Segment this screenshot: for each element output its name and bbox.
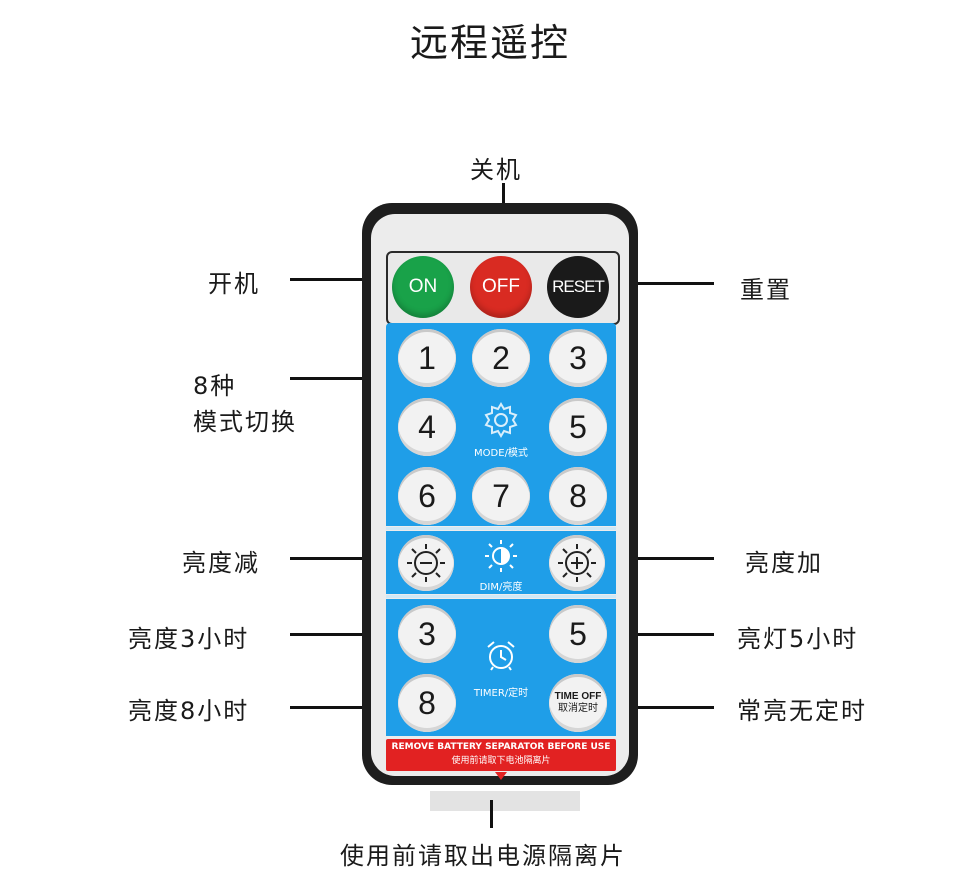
on-button[interactable]: ON [392, 256, 454, 318]
label-battery: 使用前请取出电源隔离片 [340, 842, 626, 870]
battery-separator-tab[interactable] [430, 791, 580, 811]
leader-line-reset [638, 282, 714, 285]
mode-4-button[interactable]: 4 [398, 398, 456, 456]
timer-8-button[interactable]: 8 [398, 674, 456, 732]
mode-6-button[interactable]: 6 [398, 467, 456, 525]
mode-3-button[interactable]: 3 [549, 329, 607, 387]
label-dim-up: 亮度加 [745, 549, 823, 577]
leader-line-battery [490, 800, 493, 828]
leader-line-dim-down [290, 557, 362, 560]
leader-line-dim-up [638, 557, 714, 560]
label-timer5: 亮灯5小时 [737, 625, 859, 653]
timer-label: TIMER/定时 [473, 688, 529, 699]
label-reset: 重置 [740, 276, 792, 304]
label-power-off: 关机 [470, 156, 522, 184]
label-timer3: 亮度3小时 [128, 625, 250, 653]
banner-text-en: REMOVE BATTERY SEPARATOR BEFORE USE [391, 742, 611, 752]
mode-1-button[interactable]: 1 [398, 329, 456, 387]
time-off-label-cn: 取消定时 [558, 703, 598, 714]
banner-text-cn: 使用前请取下电池隔离片 [451, 756, 551, 766]
leader-line-timer5 [638, 633, 714, 636]
mode-8-button[interactable]: 8 [549, 467, 607, 525]
sun-plus-icon [558, 544, 596, 582]
label-modes-line2: 模式切换 [193, 408, 297, 436]
timer-5-button[interactable]: 5 [549, 605, 607, 663]
time-off-label-en: TIME OFF [554, 691, 602, 702]
mode-label: MODE/模式 [474, 448, 528, 459]
leader-line-power-off [502, 183, 505, 205]
label-power-on: 开机 [208, 270, 260, 298]
label-modes-line1: 8种 [193, 372, 237, 400]
leader-line-timer3 [290, 633, 362, 636]
leader-line-modes [290, 377, 362, 380]
reset-button[interactable]: RESET [547, 256, 609, 318]
label-no-timer: 常亮无定时 [737, 697, 867, 725]
leader-line-no-timer [638, 706, 714, 709]
battery-warning-banner: REMOVE BATTERY SEPARATOR BEFORE USE 使用前请… [386, 739, 616, 771]
mode-7-button[interactable]: 7 [472, 467, 530, 525]
page-title: 远程遥控 [409, 21, 570, 65]
gear-icon [481, 400, 521, 440]
alarm-clock-icon [484, 638, 518, 672]
timer-3-button[interactable]: 3 [398, 605, 456, 663]
mode-5-button[interactable]: 5 [549, 398, 607, 456]
time-off-button[interactable]: TIME OFF 取消定时 [549, 674, 607, 732]
dim-down-button[interactable] [398, 535, 454, 591]
label-dim-down: 亮度减 [182, 549, 260, 577]
mode-2-button[interactable]: 2 [472, 329, 530, 387]
brightness-icon [483, 538, 519, 574]
leader-line-power-on [290, 278, 362, 281]
panel-divider [386, 595, 616, 598]
pull-arrow-icon [495, 772, 507, 780]
dim-up-button[interactable] [549, 535, 605, 591]
sun-minus-icon [407, 544, 445, 582]
off-button[interactable]: OFF [470, 256, 532, 318]
dim-label: DIM/亮度 [479, 582, 523, 593]
leader-line-timer8 [290, 706, 362, 709]
label-timer8: 亮度8小时 [128, 697, 250, 725]
panel-divider [386, 527, 616, 530]
